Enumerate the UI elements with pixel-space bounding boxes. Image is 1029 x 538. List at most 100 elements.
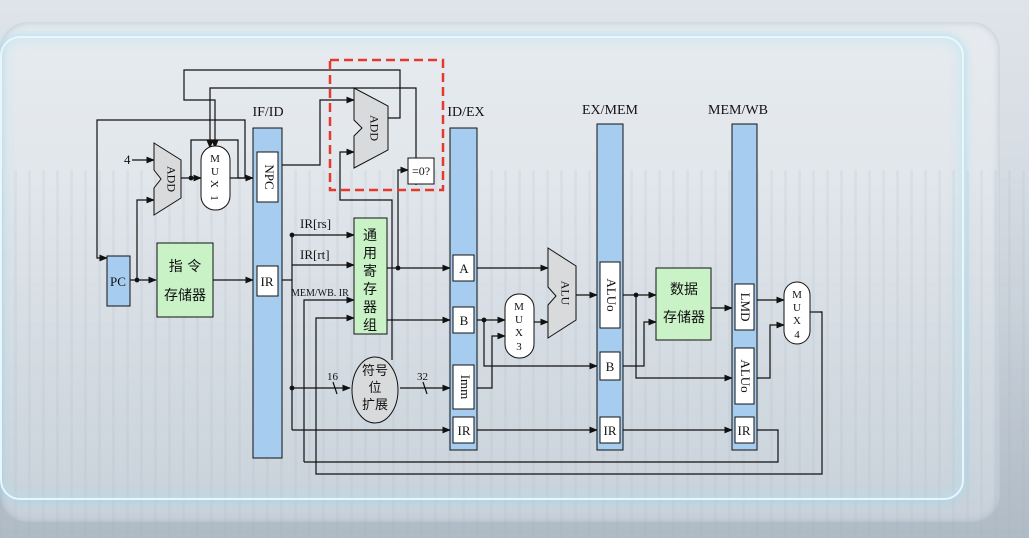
wire-aluo-to-memwb-aluo [635,295,733,382]
data-memory [655,267,712,341]
stage-label-if-id: IF/ID [252,105,283,120]
wire-a-to-zero [397,166,409,268]
register-file-char: 器 [363,301,377,316]
field-aluo-memwb [734,347,755,405]
wire-memwb-ir [303,296,355,462]
field-b-exmem-label: B [606,359,615,374]
stage-label-mem-wb: MEM/WB [708,103,768,118]
wire-imm-to-branch-add [339,148,393,360]
wire-mux1-to-pc [96,119,246,262]
field-b-idex [452,306,475,334]
field-boxes [256,151,755,444]
stage-label-ex-mem: EX/MEM [582,103,639,118]
wire-branch-add-to-mux1 [183,69,401,149]
register-file-char: 通 [363,228,377,244]
mux3-char: X [515,327,523,339]
field-ir-memwb-label: IR [738,423,751,438]
mux4-char: U [793,302,801,314]
data-memory-label-2: 存储器 [663,310,705,326]
branch-highlight-box [328,58,445,192]
register-file-char: 存 [363,282,377,298]
mux3-char: 3 [516,341,522,353]
wire-ir-fanout [282,279,293,430]
mux1-char: X [208,180,220,188]
field-lmd [734,283,755,331]
bus-tick-32 [422,381,428,395]
pc-label: PC [110,274,126,289]
field-ir-exmem [599,416,621,444]
instruction-memory-label-1: 指 令 [169,259,201,275]
field-ir-idex-label: IR [458,423,471,438]
bus-tick-16 [332,381,338,395]
sign-extend-unit [351,356,399,424]
branch-adder-label: ADD [367,115,381,141]
field-ir-idex [452,416,475,444]
mux1-char: U [211,166,219,178]
pc-register [106,255,131,307]
mux4-char: X [793,315,801,327]
mux3 [504,293,535,359]
instruction-memory [156,242,214,318]
field-aluo-exmem [599,261,621,329]
junction-dot [188,175,194,181]
memwb-ir-label: MEM/WB. IR [291,288,349,299]
pc-adder-label: ADD [164,166,178,192]
register-file-char: 寄 [363,263,377,280]
mux4-char: M [792,289,802,301]
wire-imm-to-mux3 [477,332,506,389]
register-file [353,217,388,335]
ir-rs-label: IR[rs] [300,216,331,231]
junction-dot [481,317,487,323]
junction-dot [289,232,295,238]
stage-label-id-ex: ID/EX [447,105,484,120]
field-npc [256,151,279,203]
mux1 [200,145,231,211]
sign-extend-label-1: 符号 [362,363,388,378]
pc-adder [153,142,182,216]
ir-rt-label: IR[rt] [300,247,330,262]
field-ir-ifid [256,265,279,297]
junction-dot [395,265,401,271]
wire-zero-to-mux1 [206,87,417,185]
field-npc-label: NPC [262,164,277,189]
field-b-exmem [599,351,621,381]
field-aluo-memwb-label: ALUo [738,359,753,392]
field-a [452,254,475,282]
instruction-memory-label-2: 存储器 [164,288,206,304]
mux1-char: 1 [208,195,220,201]
sign-extend-label-3: 扩展 [362,397,388,412]
junction-dot [289,385,295,391]
register-file-char: 组 [363,318,377,334]
mux1-char: M [210,153,220,165]
wire-pc-to-add [136,196,155,280]
wire-b-to-dmem [623,318,657,367]
field-a-label: A [459,261,469,276]
mux4-char: 4 [794,329,800,341]
width-16-label: 16 [327,371,339,383]
mux3-char: M [514,301,524,313]
data-memory-label-1: 数据 [670,282,698,298]
field-b-idex-label: B [460,313,469,328]
alu [547,247,577,339]
junction-dot [633,292,639,298]
const-4-label: 4 [124,152,131,167]
field-ir-memwb [734,416,755,444]
zero-test-label: =0? [412,164,430,178]
glass-frame [0,36,964,500]
junction-dot [134,277,140,283]
wire-memwb-aluo-to-mux4 [757,321,785,379]
sign-extend-label-2: 位 [368,380,381,395]
mux4 [783,281,811,345]
wire-memwb-ir-back [304,429,779,463]
field-imm-label: Imm [458,375,473,400]
wire-b-to-exmem-b [483,320,598,370]
register-file-char: 用 [363,247,377,262]
field-ir-ifid-label: IR [261,274,274,289]
wire-npc-to-branch-add [282,96,355,166]
mux3-char: U [515,314,523,326]
alu-label: ALU [558,281,572,306]
zero-test-unit [407,157,435,185]
field-imm [452,364,475,410]
field-ir-exmem-label: IR [604,423,617,438]
